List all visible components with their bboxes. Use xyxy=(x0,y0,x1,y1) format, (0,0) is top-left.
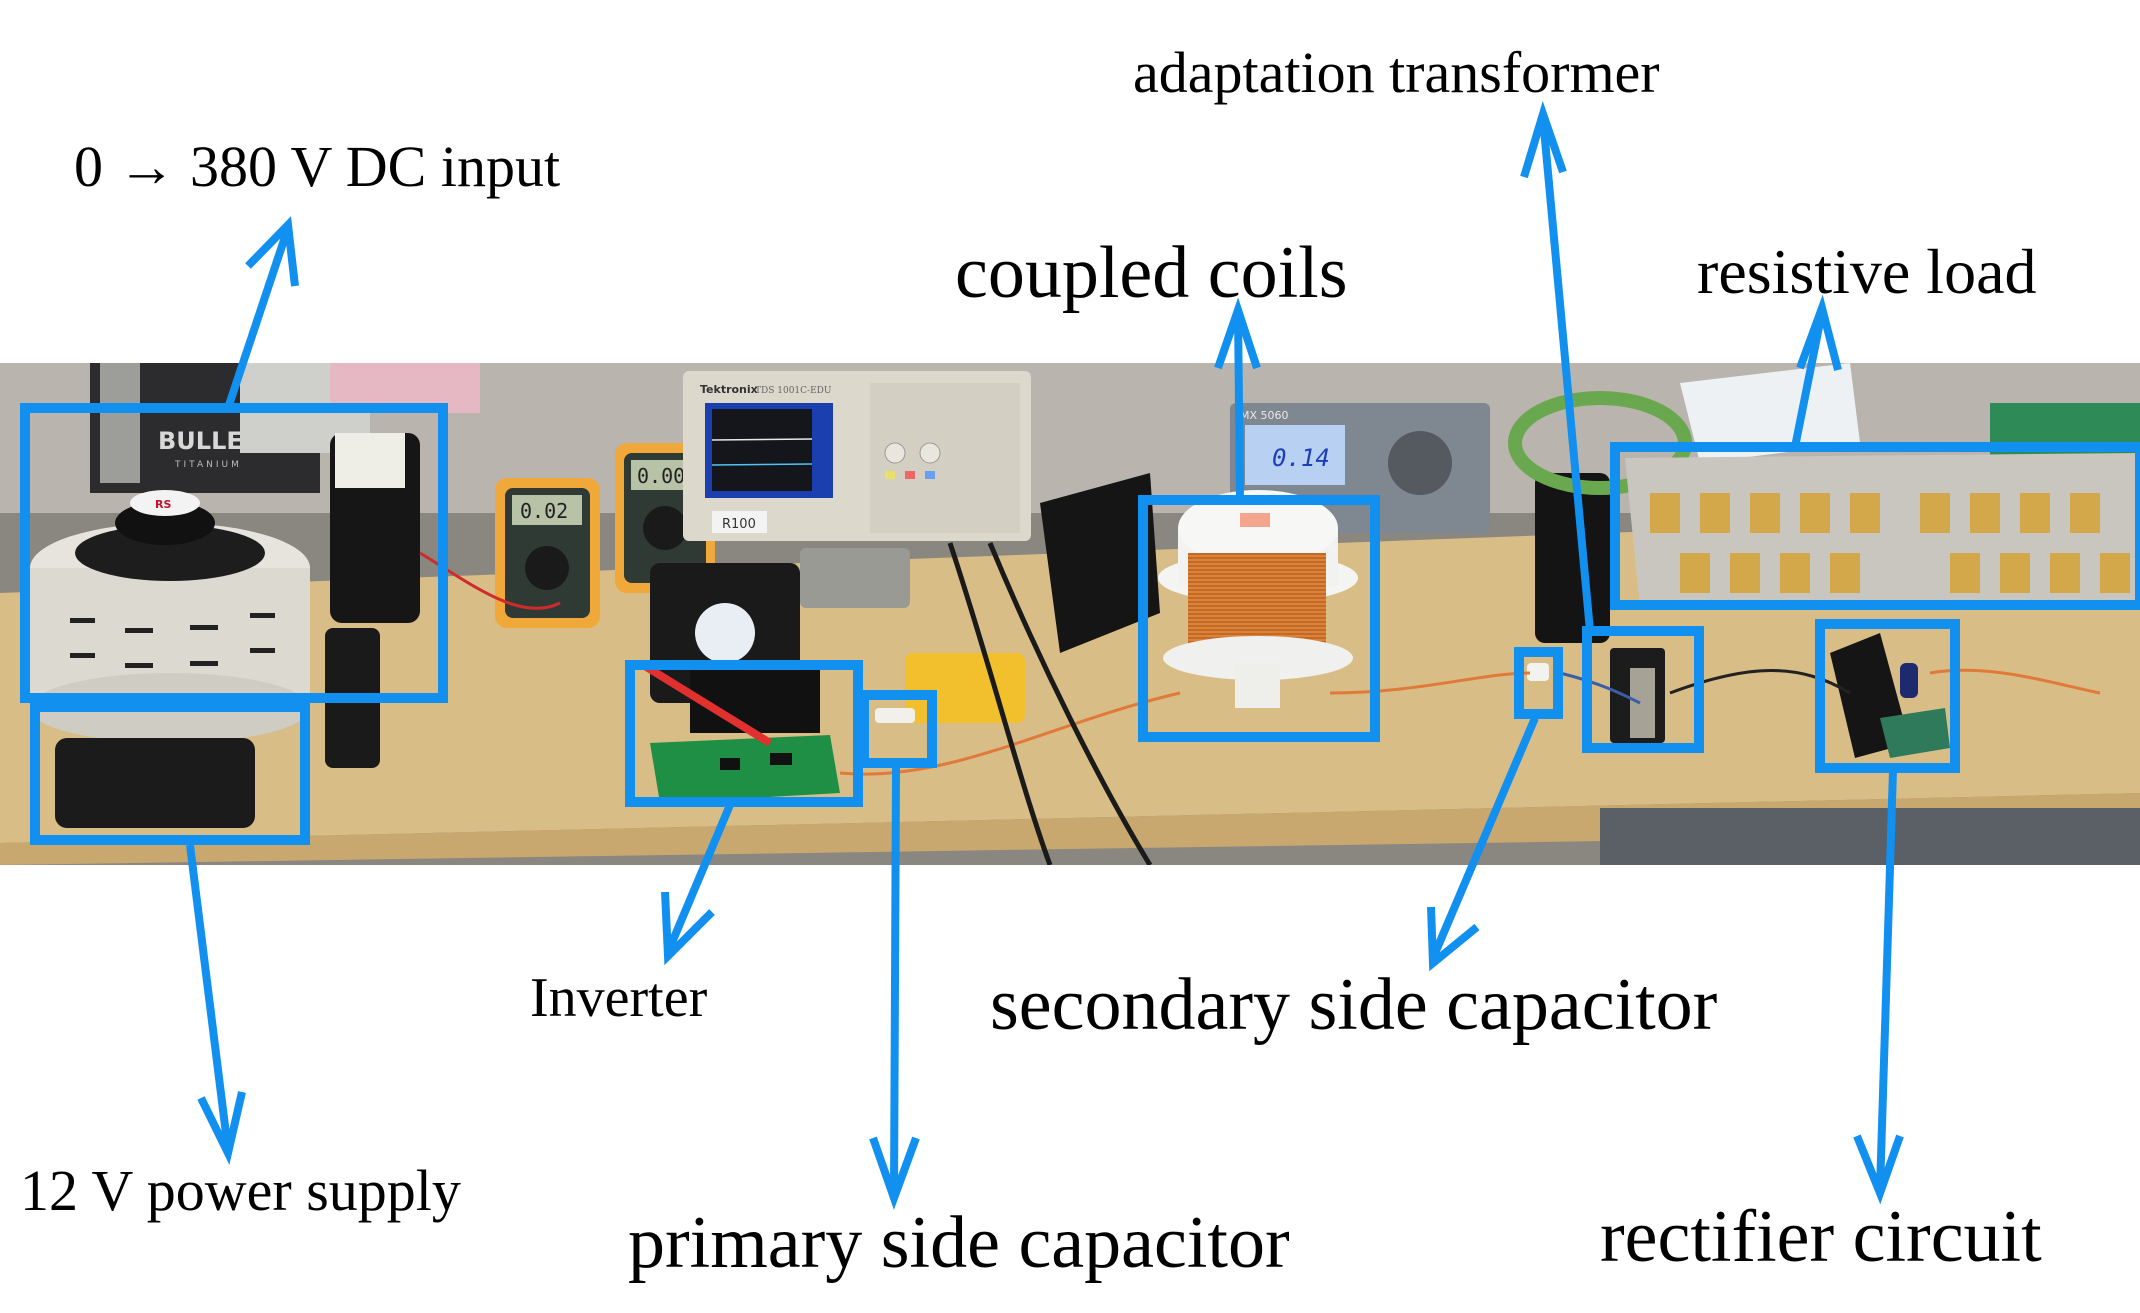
cooling-fan-right xyxy=(1535,473,1610,643)
primary-capacitor-body xyxy=(875,708,915,723)
variac: RS xyxy=(30,490,310,743)
oscilloscope-model: TDS 1001C-EDU xyxy=(755,386,832,396)
variac-brand-text: RS xyxy=(155,498,171,511)
label-coupled-coils: coupled coils xyxy=(955,232,1348,314)
label-inverter: Inverter xyxy=(530,967,708,1029)
bench-meter-model: MX 5060 xyxy=(1240,409,1289,422)
transformer-winding xyxy=(1630,668,1655,738)
oscilloscope-tag: R100 xyxy=(722,517,756,532)
label-resistive-load: resistive load xyxy=(1697,236,2037,307)
label-secondary-capacitor: secondary side capacitor xyxy=(990,964,1718,1046)
12v-adapter xyxy=(55,738,255,828)
bench-legs xyxy=(1600,808,2140,865)
grey-adapter xyxy=(800,548,910,608)
arrow-primary-capacitor xyxy=(869,767,920,1210)
wiring xyxy=(419,542,2101,865)
label-primary-capacitor: primary side capacitor xyxy=(628,1202,1290,1284)
arrow-rectifier xyxy=(1853,769,1904,1205)
arrow-inverter xyxy=(661,803,734,966)
multimeter-right-reading: 0.00 xyxy=(637,464,685,488)
cooling-fan-middle xyxy=(1040,473,1160,653)
multimeter-left: 0.02 xyxy=(495,478,600,628)
papers xyxy=(1680,363,1860,463)
box-dc-input xyxy=(20,403,448,703)
box-primary-capacitor xyxy=(859,690,937,768)
oscilloscope: Tektronix TDS 1001C-EDU R100 xyxy=(683,371,1031,541)
box-resistive-load xyxy=(1610,442,2140,610)
box-power-supply xyxy=(30,702,310,845)
box-rectifier xyxy=(1815,619,1960,773)
inverter-pcb xyxy=(637,659,840,803)
label-power-supply: 12 V power supply xyxy=(20,1158,461,1223)
label-adaptation-transformer: adaptation transformer xyxy=(1133,40,1660,105)
label-rectifier: rectifier circuit xyxy=(1600,1196,2042,1278)
arrow-secondary-capacitor xyxy=(1427,716,1539,972)
label-dc-input: 0 → 380 V DC input xyxy=(74,134,561,199)
box-secondary-capacitor xyxy=(1514,647,1563,719)
rectifier-capacitor xyxy=(1900,663,1918,698)
fan-hub xyxy=(695,603,755,663)
box-coupled-coils xyxy=(1138,495,1380,742)
tape xyxy=(335,433,405,488)
oscilloscope-brand: Tektronix xyxy=(700,383,758,396)
box-adaptation-transformer xyxy=(1582,626,1704,753)
secondary-capacitor-body xyxy=(1527,663,1549,681)
bench-meter-reading: 0.14 xyxy=(1272,444,1330,472)
arrow-power-supply xyxy=(186,844,246,1165)
multimeter-left-reading: 0.02 xyxy=(520,499,568,523)
arrow-coupled-coils xyxy=(1214,297,1261,501)
resistor-bank xyxy=(1625,453,2140,608)
box-inverter xyxy=(625,660,863,807)
psu-subbrand-text: TITANIUM xyxy=(174,460,242,470)
rectifier-pcb xyxy=(1880,708,1950,758)
arrow-dc-input xyxy=(224,216,299,410)
coupled-coil xyxy=(1158,490,1358,708)
arrow-adaptation-transformer xyxy=(1520,100,1594,632)
arrow-resistive-load xyxy=(1791,294,1842,448)
